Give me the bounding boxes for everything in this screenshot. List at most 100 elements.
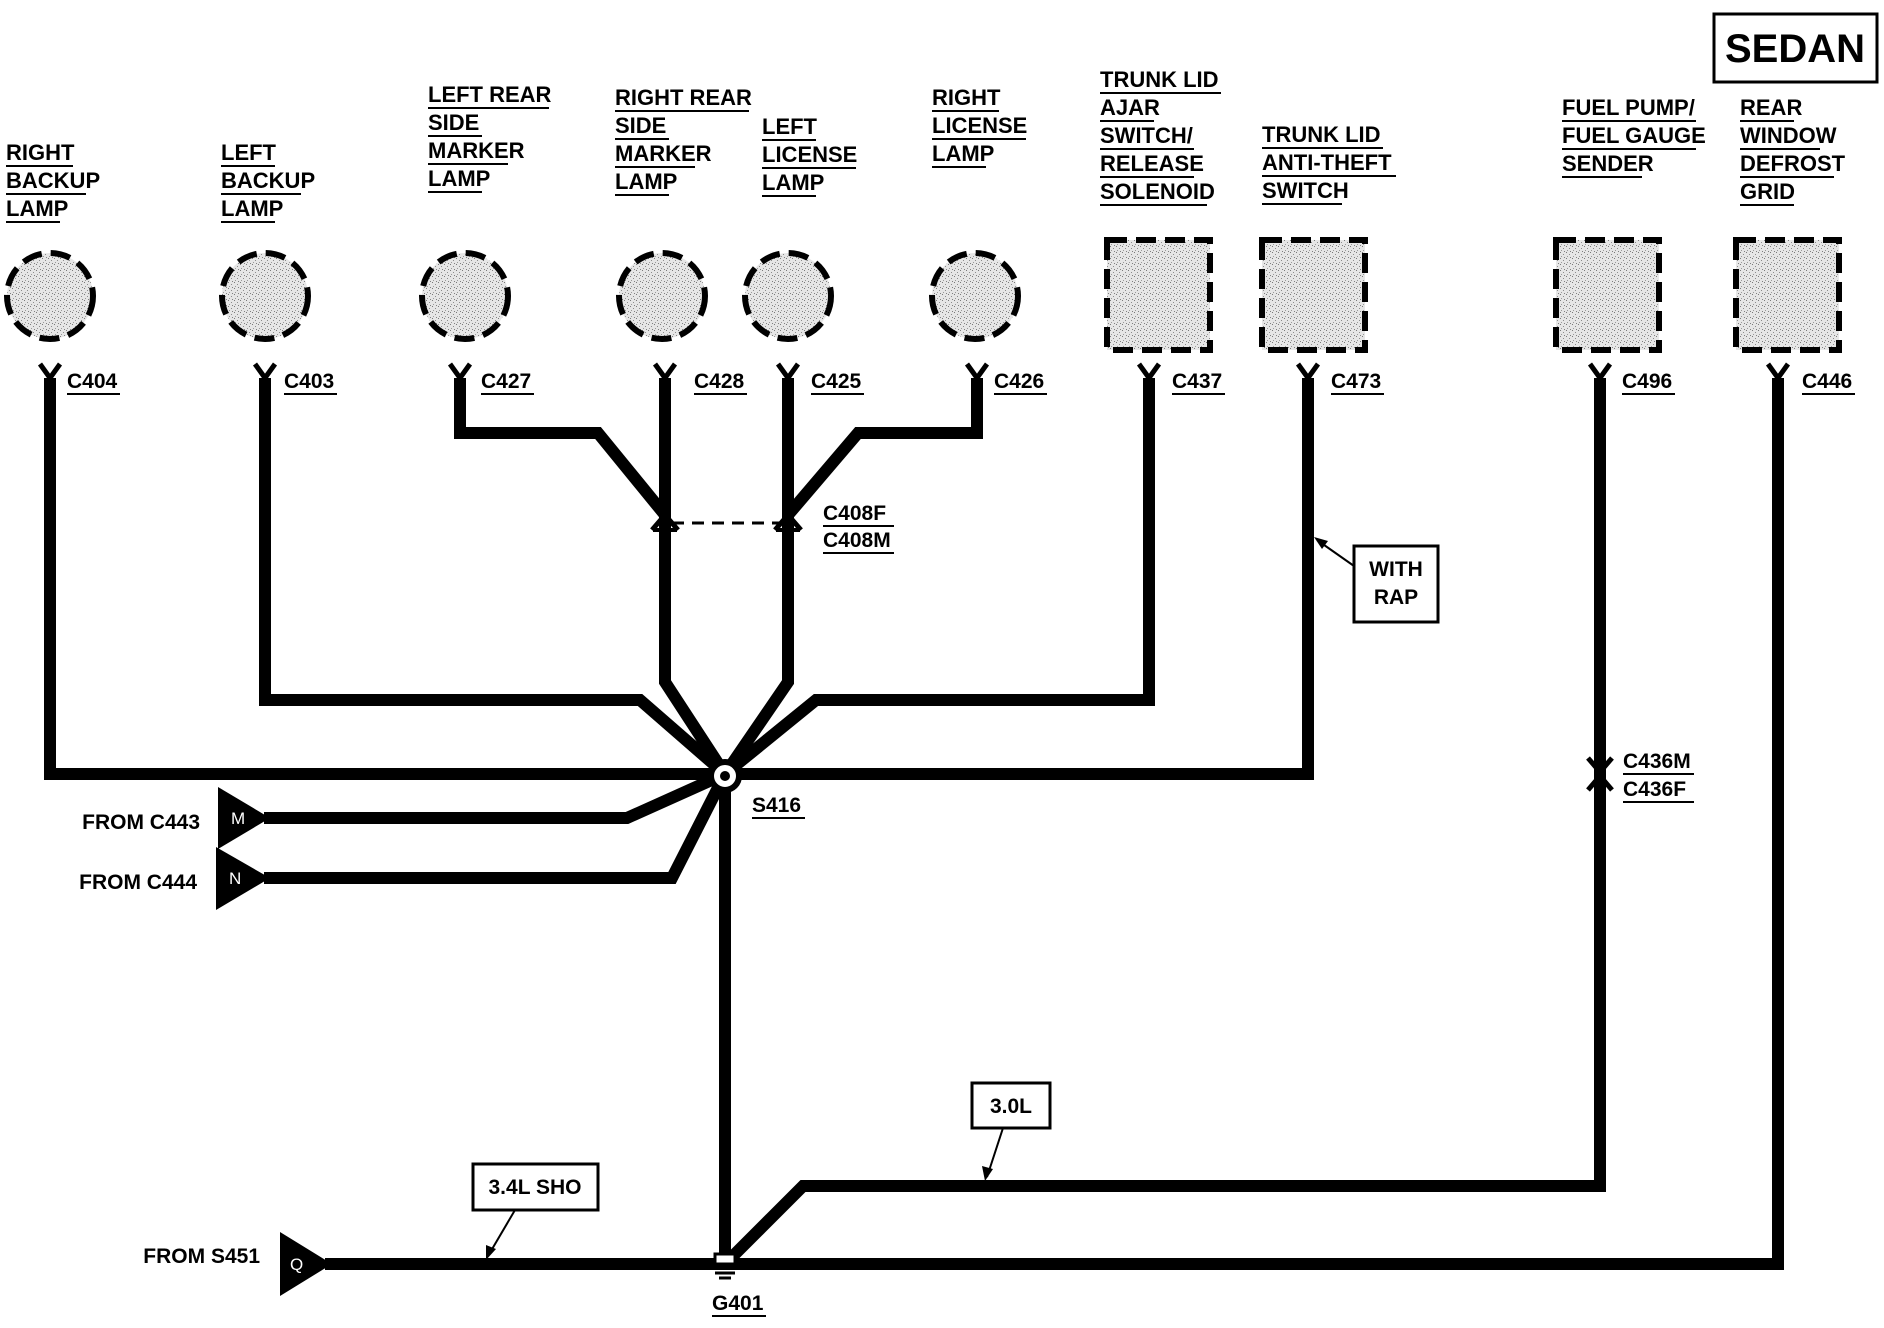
pin-label-q: Q (290, 1255, 303, 1274)
connector-label-c437: C437 (1172, 370, 1222, 393)
component-label-line: GRID (1740, 179, 1795, 204)
wire-c428 (659, 378, 731, 778)
right-rear-side-marker-lamp-symbol (616, 250, 708, 342)
wire-c404 (44, 378, 725, 780)
inline-connector-c436: C436M C436F (1586, 750, 1694, 803)
wire-from-c444 (264, 771, 731, 884)
with-rap-line-2: RAP (1374, 586, 1418, 609)
component-label-line: LEFT (221, 140, 277, 165)
left-rear-side-marker-lamp-symbol (419, 250, 511, 342)
component-label-line: LAMP (6, 196, 68, 221)
sedan-title-box: SEDAN (1712, 12, 1879, 84)
component-label-line: LAMP (762, 170, 824, 195)
trunk-lid-ajar-switch-symbol (1104, 237, 1213, 353)
connector-label-c427: C427 (481, 370, 531, 393)
component-label-line: WINDOW (1740, 123, 1837, 148)
ferrule-c404 (37, 362, 63, 383)
option-label-3-4l-sho: 3.4L SHO (489, 1176, 582, 1199)
source-arrow-c444 (216, 847, 270, 910)
connector-label-c426: C426 (994, 370, 1044, 393)
ground-label: G401 (712, 1292, 764, 1315)
component-label-line: LAMP (221, 196, 283, 221)
left-backup-lamp-symbol (219, 250, 311, 342)
wire-from-c443 (264, 768, 728, 824)
connector-label-c428: C428 (694, 370, 745, 393)
inline-connector-c408: C408F C408M (650, 502, 894, 554)
component-label-line: MARKER (428, 138, 525, 163)
ferrule-c446 (1765, 362, 1791, 383)
option-box-3-0l: 3.0L (970, 1081, 1052, 1181)
component-label-line: LICENSE (932, 113, 1027, 138)
ferrule-c437 (1136, 362, 1162, 383)
component-label-line: SIDE (615, 113, 666, 138)
ground-g401: G401 (712, 1252, 766, 1317)
connector-label-c408f: C408F (823, 502, 886, 525)
ferrule-c403 (252, 362, 278, 383)
connector-label-c436f: C436F (1623, 778, 1686, 801)
with-rap-line-1: WITH (1369, 558, 1423, 581)
right-backup-lamp-symbol (4, 250, 96, 342)
diagram-title: SEDAN (1725, 27, 1865, 71)
component-label-line: REAR (1740, 95, 1802, 120)
connector-label-c403: C403 (284, 370, 334, 393)
left-license-lamp-symbol (742, 250, 834, 342)
wires (44, 378, 1784, 1270)
trunk-lid-anti-theft-switch-symbol (1259, 237, 1368, 353)
component-symbols (4, 237, 1842, 353)
component-label-line: FUEL GAUGE (1562, 123, 1706, 148)
component-label-line: LAMP (615, 169, 677, 194)
source-label-c443: FROM C443 (82, 811, 200, 834)
option-label-3-0l: 3.0L (990, 1095, 1032, 1118)
component-label-line: ANTI-THEFT (1262, 150, 1392, 175)
connector-label-c496: C496 (1622, 370, 1672, 393)
ferrule-c473 (1295, 362, 1321, 383)
right-license-lamp-symbol (929, 250, 1021, 342)
wire-c496 (722, 378, 1606, 1267)
pin-label-n: N (229, 869, 241, 888)
component-label-line: SIDE (428, 110, 479, 135)
splice-label: S416 (752, 794, 801, 817)
ferrule-c426 (964, 362, 990, 383)
connector-label-c446: C446 (1802, 370, 1852, 393)
component-label-line: SOLENOID (1100, 179, 1215, 204)
source-arrow-c443 (218, 787, 270, 849)
source-from-c443: FROM C443 M (82, 787, 270, 849)
component-label-line: LAMP (428, 166, 490, 191)
component-label-line: MARKER (615, 141, 712, 166)
connector-label-c425: C425 (811, 370, 862, 393)
component-label-line: SWITCH (1262, 178, 1349, 203)
connector-label-c473: C473 (1331, 370, 1381, 393)
wire-c473 (725, 378, 1314, 780)
component-label-line: LAMP (932, 141, 994, 166)
source-from-s451: FROM S451 Q (143, 1232, 332, 1296)
with-rap-option-box: WITH RAP (1314, 537, 1440, 624)
connector-label-c408m: C408M (823, 529, 891, 552)
source-from-c444: FROM C444 N (79, 847, 270, 910)
splice-s416: S416 (708, 759, 805, 819)
component-label-line: RIGHT (6, 140, 75, 165)
component-label-line: RIGHT REAR (615, 85, 752, 110)
component-label-line: SWITCH/ (1100, 123, 1193, 148)
source-label-s451: FROM S451 (143, 1245, 260, 1268)
connector-label-c404: C404 (67, 370, 118, 393)
component-label-line: FUEL PUMP/ (1562, 95, 1695, 120)
connector-labels: C404 C403 C427 C428 C425 C426 C437 C473 … (67, 370, 1855, 395)
wire-c427 (454, 378, 670, 519)
wire-c426 (783, 378, 983, 519)
component-label-line: TRUNK LID (1100, 67, 1219, 92)
wire-c403 (259, 378, 729, 779)
ferrule-c428 (652, 362, 678, 383)
component-label-line: LEFT (762, 114, 818, 139)
pin-label-m: M (231, 809, 245, 828)
component-label-line: LICENSE (762, 142, 857, 167)
component-label-line: SENDER (1562, 151, 1654, 176)
option-box-3-4l-sho: 3.4L SHO (471, 1162, 600, 1260)
component-label-line: AJAR (1100, 95, 1160, 120)
source-label-c444: FROM C444 (79, 871, 197, 894)
connector-ferrules (37, 362, 1791, 383)
source-arrow-s451 (280, 1232, 332, 1296)
component-label-line: TRUNK LID (1262, 122, 1381, 147)
component-label-line: DEFROST (1740, 151, 1846, 176)
ferrule-c425 (775, 362, 801, 383)
